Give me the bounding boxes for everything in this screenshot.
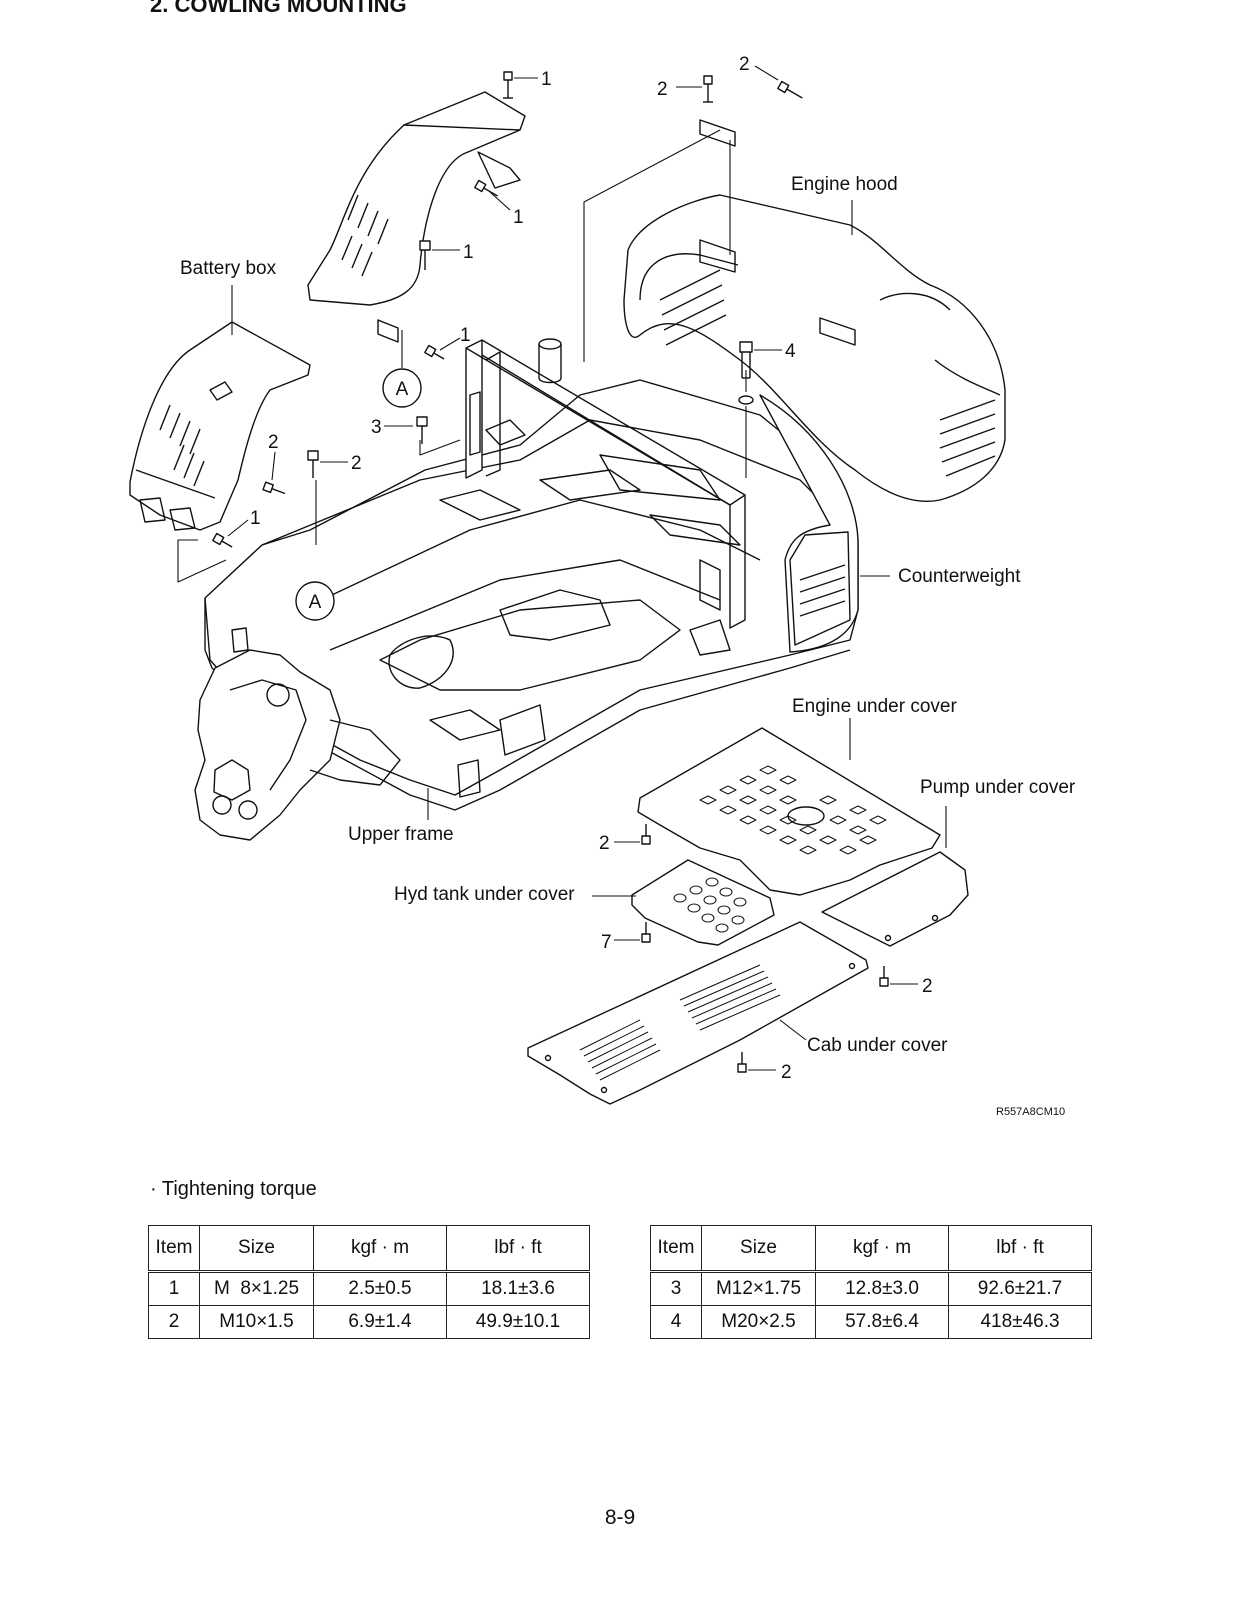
bolt-icon: [307, 450, 319, 478]
upper-frame-drawing: [194, 338, 859, 841]
section-title: 2. COWLING MOUNTING: [150, 0, 407, 17]
cell-item: 1: [148, 1271, 200, 1306]
page-number: 8-9: [604, 1506, 636, 1529]
cell-kgf-m: 2.5±0.5: [313, 1271, 447, 1306]
battery-box-drawing: [129, 321, 311, 531]
col-header-lbf-ft: lbf · ft: [948, 1225, 1092, 1273]
table-row: 3 M12×1.75 12.8±3.0 92.6±21.7: [650, 1271, 1092, 1306]
circle-marker-label: A: [309, 592, 322, 613]
cell-kgf-m: 57.8±6.4: [815, 1305, 949, 1339]
item-number: 3: [371, 417, 382, 438]
item-number: 2: [599, 833, 610, 854]
item-number: 2: [657, 79, 668, 100]
upper-cover-drawing: [307, 91, 526, 343]
cell-size: M 8×1.25: [199, 1271, 314, 1306]
col-header-kgf-m: kgf · m: [313, 1225, 447, 1273]
item-number: 1: [463, 242, 474, 263]
cowling-exploded-diagram: A A Engine hood Battery box Counterweigh…: [129, 54, 1076, 1118]
item-number: 1: [513, 207, 524, 228]
item-number: 2: [781, 1062, 792, 1083]
tightening-torque-title: · Tightening torque: [150, 1178, 317, 1200]
label-hyd-tank-under-cover: Hyd tank under cover: [394, 884, 575, 905]
col-header-size: Size: [701, 1225, 816, 1273]
bolt-icon: [416, 416, 428, 444]
bolt-icon: [424, 344, 445, 360]
bolt-icon: [503, 71, 513, 99]
bolt-icon: [641, 824, 651, 845]
table-row: 4 M20×2.5 57.8±6.4 418±46.3: [650, 1305, 1092, 1339]
cell-lbf-ft: 92.6±21.7: [948, 1271, 1092, 1306]
col-header-size: Size: [199, 1225, 314, 1273]
cell-item: 3: [650, 1271, 702, 1306]
label-counterweight: Counterweight: [898, 566, 1021, 587]
table-row: 1 M 8×1.25 2.5±0.5 18.1±3.6: [148, 1271, 590, 1306]
bolt-icon: [737, 1052, 747, 1073]
label-engine-hood: Engine hood: [791, 174, 898, 195]
item-number: 2: [922, 976, 933, 997]
engine-hood-drawing: [623, 194, 1006, 502]
bolt-icons: [212, 71, 889, 1073]
cell-lbf-ft: 49.9±10.1: [446, 1305, 590, 1339]
leader-lines: [177, 65, 947, 1071]
cab-under-cover-drawing: [527, 921, 869, 1105]
engine-under-cover-drawing: [637, 727, 941, 896]
circle-marker-lower: A: [295, 581, 335, 621]
cell-size: M10×1.5: [199, 1305, 314, 1339]
label-engine-under-cover: Engine under cover: [792, 696, 957, 717]
bolt-icon: [739, 341, 753, 379]
col-header-item: Item: [650, 1225, 702, 1273]
label-battery-box: Battery box: [180, 258, 277, 279]
cell-size: M20×2.5: [701, 1305, 816, 1339]
label-upper-frame: Upper frame: [348, 824, 454, 845]
cell-kgf-m: 6.9±1.4: [313, 1305, 447, 1339]
item-number: 2: [268, 432, 279, 453]
figure-reference-code: R557A8CM10: [996, 1106, 1065, 1118]
bolt-icon: [212, 532, 233, 548]
item-number: 2: [739, 54, 750, 75]
torque-table-left: Item Size kgf · m lbf · ft 1 M 8×1.25 2.…: [148, 1225, 590, 1339]
torque-table-right: Item Size kgf · m lbf · ft 3 M12×1.75 12…: [650, 1225, 1092, 1339]
bolt-icon: [777, 80, 803, 99]
bolt-icon: [879, 966, 889, 987]
cell-item: 4: [650, 1305, 702, 1339]
item-number: 1: [541, 69, 552, 90]
circle-marker-label: A: [396, 379, 409, 400]
hyd-tank-under-cover-drawing: [631, 859, 775, 946]
counterweight-drawing: [759, 394, 859, 653]
item-number: 1: [250, 508, 261, 529]
cell-size: M12×1.75: [701, 1271, 816, 1306]
bolt-icon: [703, 75, 713, 103]
cell-lbf-ft: 418±46.3: [948, 1305, 1092, 1339]
label-pump-under-cover: Pump under cover: [920, 777, 1076, 798]
item-number: 2: [351, 453, 362, 474]
cell-item: 2: [148, 1305, 200, 1339]
item-number: 4: [785, 341, 796, 362]
item-number: 1: [460, 325, 471, 346]
bolt-icon: [419, 240, 431, 270]
cell-kgf-m: 12.8±3.0: [815, 1271, 949, 1306]
circle-marker-upper: A: [382, 368, 422, 408]
washer-icon: [738, 395, 754, 405]
item-number: 7: [601, 932, 612, 953]
table-row: 2 M10×1.5 6.9±1.4 49.9±10.1: [148, 1305, 590, 1339]
pump-under-cover-drawing: [821, 851, 969, 947]
col-header-item: Item: [148, 1225, 200, 1273]
bolt-icon: [641, 922, 651, 943]
label-cab-under-cover: Cab under cover: [807, 1035, 948, 1056]
cell-lbf-ft: 18.1±3.6: [446, 1271, 590, 1306]
col-header-kgf-m: kgf · m: [815, 1225, 949, 1273]
bolt-icon: [262, 481, 286, 495]
col-header-lbf-ft: lbf · ft: [446, 1225, 590, 1273]
